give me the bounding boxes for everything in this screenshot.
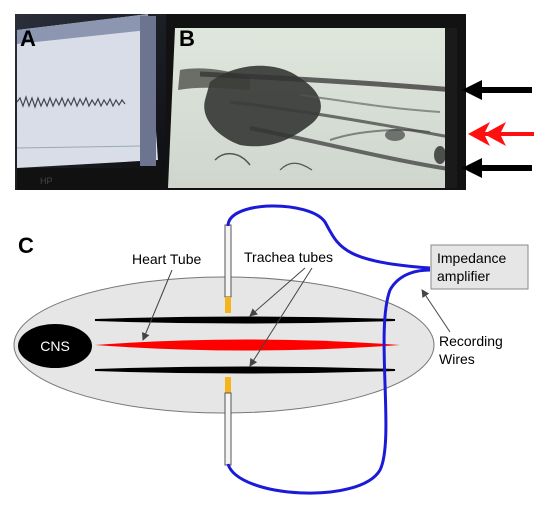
- trachea-tube-top: [94, 316, 396, 324]
- heart-tube-pointer: [141, 269, 173, 341]
- recording-wire-bottom: [226, 268, 431, 495]
- panel-b-label: B: [179, 26, 195, 51]
- recording-wires-pointer: [421, 289, 451, 333]
- electrode-top: [224, 224, 232, 313]
- cns-node: [18, 324, 92, 368]
- recording-wires-label-line2: Wires: [439, 351, 475, 367]
- cns-label: CNS: [40, 338, 70, 354]
- amplifier-label-line2: amplifier: [437, 268, 490, 284]
- amplifier-label-line1: Impedance: [437, 250, 506, 266]
- trachea-pointer-top: [249, 267, 306, 317]
- heart-tube: [95, 339, 400, 351]
- arrow-middle-red: [468, 122, 534, 146]
- panel-b-photo: B: [166, 14, 466, 190]
- electrode-bottom: [224, 377, 232, 466]
- recording-wire-top: [226, 204, 431, 270]
- recording-wires-label-line1: Recording: [439, 333, 503, 349]
- trachea-tube-bottom: [94, 366, 396, 374]
- panel-a-photo: HP A: [15, 14, 175, 190]
- svg-text:HP: HP: [40, 176, 53, 186]
- impedance-amplifier-box: [430, 244, 529, 290]
- photo-arrows: [462, 80, 534, 178]
- trachea-tubes-label: Trachea tubes: [244, 249, 333, 265]
- trachea-pointer-bottom: [249, 267, 313, 367]
- panel-c-label: C: [18, 233, 34, 258]
- panel-a-label: A: [20, 26, 36, 51]
- heart-tube-label: Heart Tube: [132, 251, 201, 267]
- arrow-bottom-black: [462, 158, 532, 178]
- waveform-trace: [16, 95, 126, 109]
- arrow-top-black: [462, 80, 532, 100]
